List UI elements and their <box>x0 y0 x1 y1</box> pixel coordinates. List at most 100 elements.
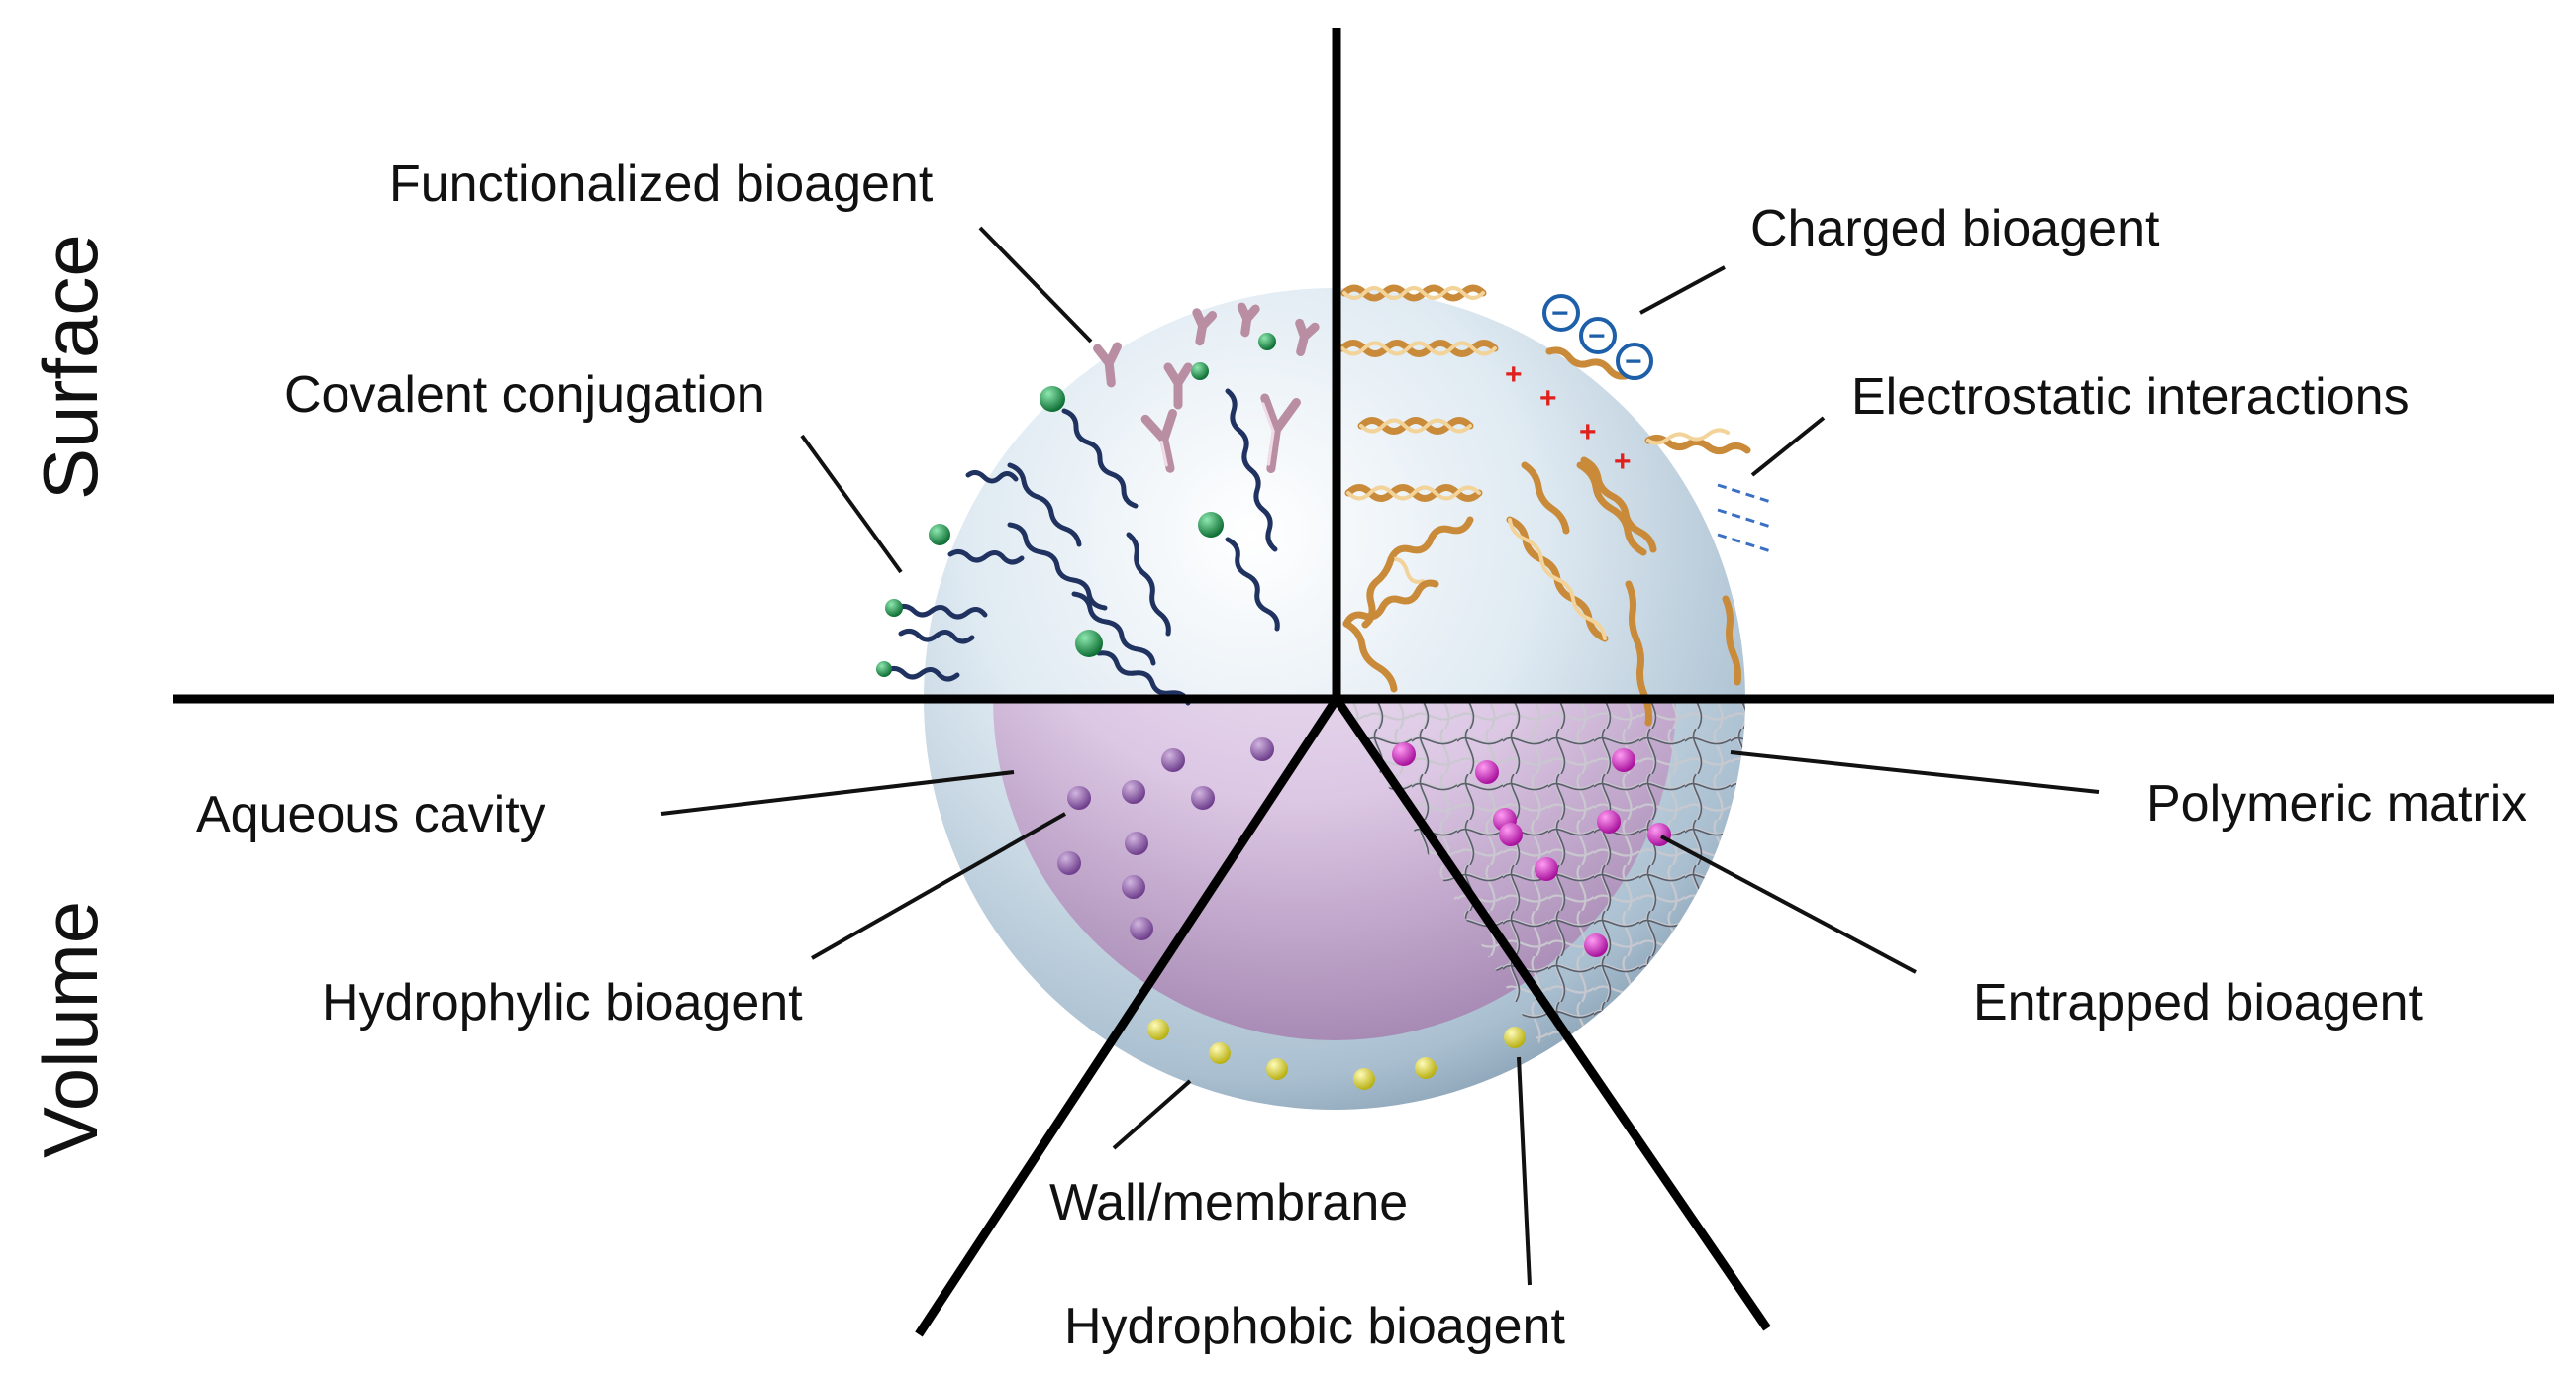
entrapped-particle-icon <box>1597 810 1621 834</box>
positive-charge-icon: + <box>1614 445 1632 478</box>
entrapped-bioagent-label: Entrapped bioagent <box>1973 974 2423 1031</box>
electrostatic-group: + + + + − − − <box>1338 284 1775 727</box>
hydrophylic-particle-icon <box>1250 737 1274 761</box>
hydrophylic-particle-icon <box>1067 786 1091 810</box>
entrapped-bioagent-leader <box>1660 835 1917 974</box>
polymer-chain-icon <box>1225 388 1278 552</box>
polymer-chain-icon <box>1096 650 1191 706</box>
antibody-icon <box>1163 362 1193 410</box>
svg-text:−: − <box>1551 297 1569 330</box>
entrapped-particle-icon <box>1392 742 1416 766</box>
helix-icon <box>1344 484 1483 502</box>
hydrophobic-particle-icon <box>1353 1068 1375 1090</box>
antibody-icon <box>1093 342 1122 388</box>
svg-text:−: − <box>1625 345 1642 378</box>
electrostatic-bond <box>1717 508 1775 530</box>
antibody-icon <box>1237 302 1260 338</box>
ligand-sphere-icon <box>885 599 903 617</box>
polymer-chain-icon <box>893 603 988 620</box>
hydrophobic-particles <box>1147 1019 1526 1090</box>
polymer-chain-icon <box>883 665 960 682</box>
helix-icon <box>1644 428 1751 455</box>
hydrophylic-particle-icon <box>1161 748 1185 772</box>
entrapped-particles <box>1392 742 1671 957</box>
polymer-chain-icon <box>1225 537 1280 632</box>
hydrophobic-bioagent-label: Hydrophobic bioagent <box>1064 1298 1565 1355</box>
electrostatic-interactions-label: Electrostatic interactions <box>1851 368 2410 426</box>
helix-icon <box>1545 346 1633 380</box>
negative-charge-icon: − <box>1542 294 1580 332</box>
electrostatic-bond <box>1717 533 1775 554</box>
negative-charge-icon: − <box>1579 317 1617 354</box>
positive-charge-icon: + <box>1505 358 1523 391</box>
helix-icon <box>1357 417 1474 435</box>
covalent-conjugation-label: Covalent conjugation <box>284 366 765 424</box>
entrapped-particle-icon <box>1612 748 1635 772</box>
polymer-chain-icon <box>947 548 1025 565</box>
aqueous-cavity-leader <box>660 770 1015 816</box>
electrostatic-interactions-leader <box>1750 416 1826 477</box>
hydrophylic-bioagent-label: Hydrophylic bioagent <box>322 974 803 1031</box>
surface-axis-label: Surface <box>27 234 114 500</box>
covalent-conjugation-leader <box>800 434 903 574</box>
volume-axis-label: Volume <box>27 901 114 1158</box>
aqueous-cavity-label: Aqueous cavity <box>196 786 545 843</box>
functionalized-bioagent-label: Functionalized bioagent <box>389 155 934 213</box>
hydrophylic-particle-icon <box>1057 851 1081 875</box>
hydrophylic-particle-icon <box>1125 832 1148 855</box>
leader-lines <box>660 226 2100 1286</box>
antibody-icon <box>1295 318 1320 356</box>
ligand-sphere-icon <box>1191 362 1209 380</box>
covalent-conjugation-group <box>876 333 1280 706</box>
polymeric-matrix-label: Polymeric matrix <box>2146 775 2526 833</box>
antibody-icon <box>1260 393 1301 474</box>
entrapped-particle-icon <box>1584 933 1608 957</box>
entrapped-particle-icon <box>1647 823 1671 846</box>
polymer-chain-icon <box>965 469 1019 484</box>
ligand-sphere-icon <box>1040 386 1065 412</box>
ligand-sphere-icon <box>1198 512 1224 538</box>
polymer-chain-icon <box>898 628 975 644</box>
hydrophobic-particle-icon <box>1209 1042 1231 1064</box>
charged-bioagent-leader <box>1639 265 1726 315</box>
lower-left-divider <box>915 696 1340 1337</box>
polymer-chain-icon <box>1126 532 1171 637</box>
helix-icon <box>1506 516 1609 642</box>
ligand-sphere-icon <box>1258 333 1276 350</box>
helix-icon <box>1338 340 1499 357</box>
lower-right-divider <box>1333 696 1771 1331</box>
hydrophylic-particle-icon <box>1191 786 1215 810</box>
hydrophylic-bioagent-leader <box>811 812 1066 960</box>
polymeric-matrix-leader <box>1730 750 2100 794</box>
antibody-icon <box>1140 409 1178 473</box>
entrapped-particle-icon <box>1475 760 1499 784</box>
antibody-icon <box>1192 308 1218 346</box>
polymer-chain-icon <box>1071 591 1156 666</box>
functionalized-bioagent-group <box>1093 302 1320 474</box>
positive-charge-icon: + <box>1539 382 1557 415</box>
hydrophylic-particle-icon <box>1130 917 1153 940</box>
svg-text:−: − <box>1588 320 1606 352</box>
entrapped-particle-icon <box>1535 857 1558 881</box>
hydrophylic-particle-icon <box>1122 780 1145 804</box>
hydrophobic-particle-icon <box>1415 1057 1437 1079</box>
hydrophobic-bioagent-leader <box>1517 1056 1532 1286</box>
ligand-sphere-icon <box>1075 630 1103 657</box>
hydrophobic-particle-icon <box>1504 1027 1526 1048</box>
electrostatic-bond <box>1717 483 1775 505</box>
helix-icon <box>1342 579 1439 693</box>
polymer-chain-icon <box>1007 462 1082 547</box>
hydrophylic-particle-icon <box>1122 875 1145 899</box>
functionalized-bioagent-leader <box>978 226 1093 344</box>
helix-icon <box>1521 461 1647 556</box>
hydrophylic-particles <box>1057 737 1274 940</box>
wall-membrane-leader <box>1112 1079 1192 1150</box>
quadrant-dividers <box>173 28 2554 1337</box>
hydrophobic-particle-icon <box>1147 1019 1169 1040</box>
ligand-sphere-icon <box>929 524 950 545</box>
polymer-chain-icon <box>1007 522 1108 611</box>
negative-charge-icon: − <box>1616 343 1653 380</box>
helix-icon <box>1340 284 1487 302</box>
wall-membrane-label: Wall/membrane <box>1049 1174 1408 1231</box>
